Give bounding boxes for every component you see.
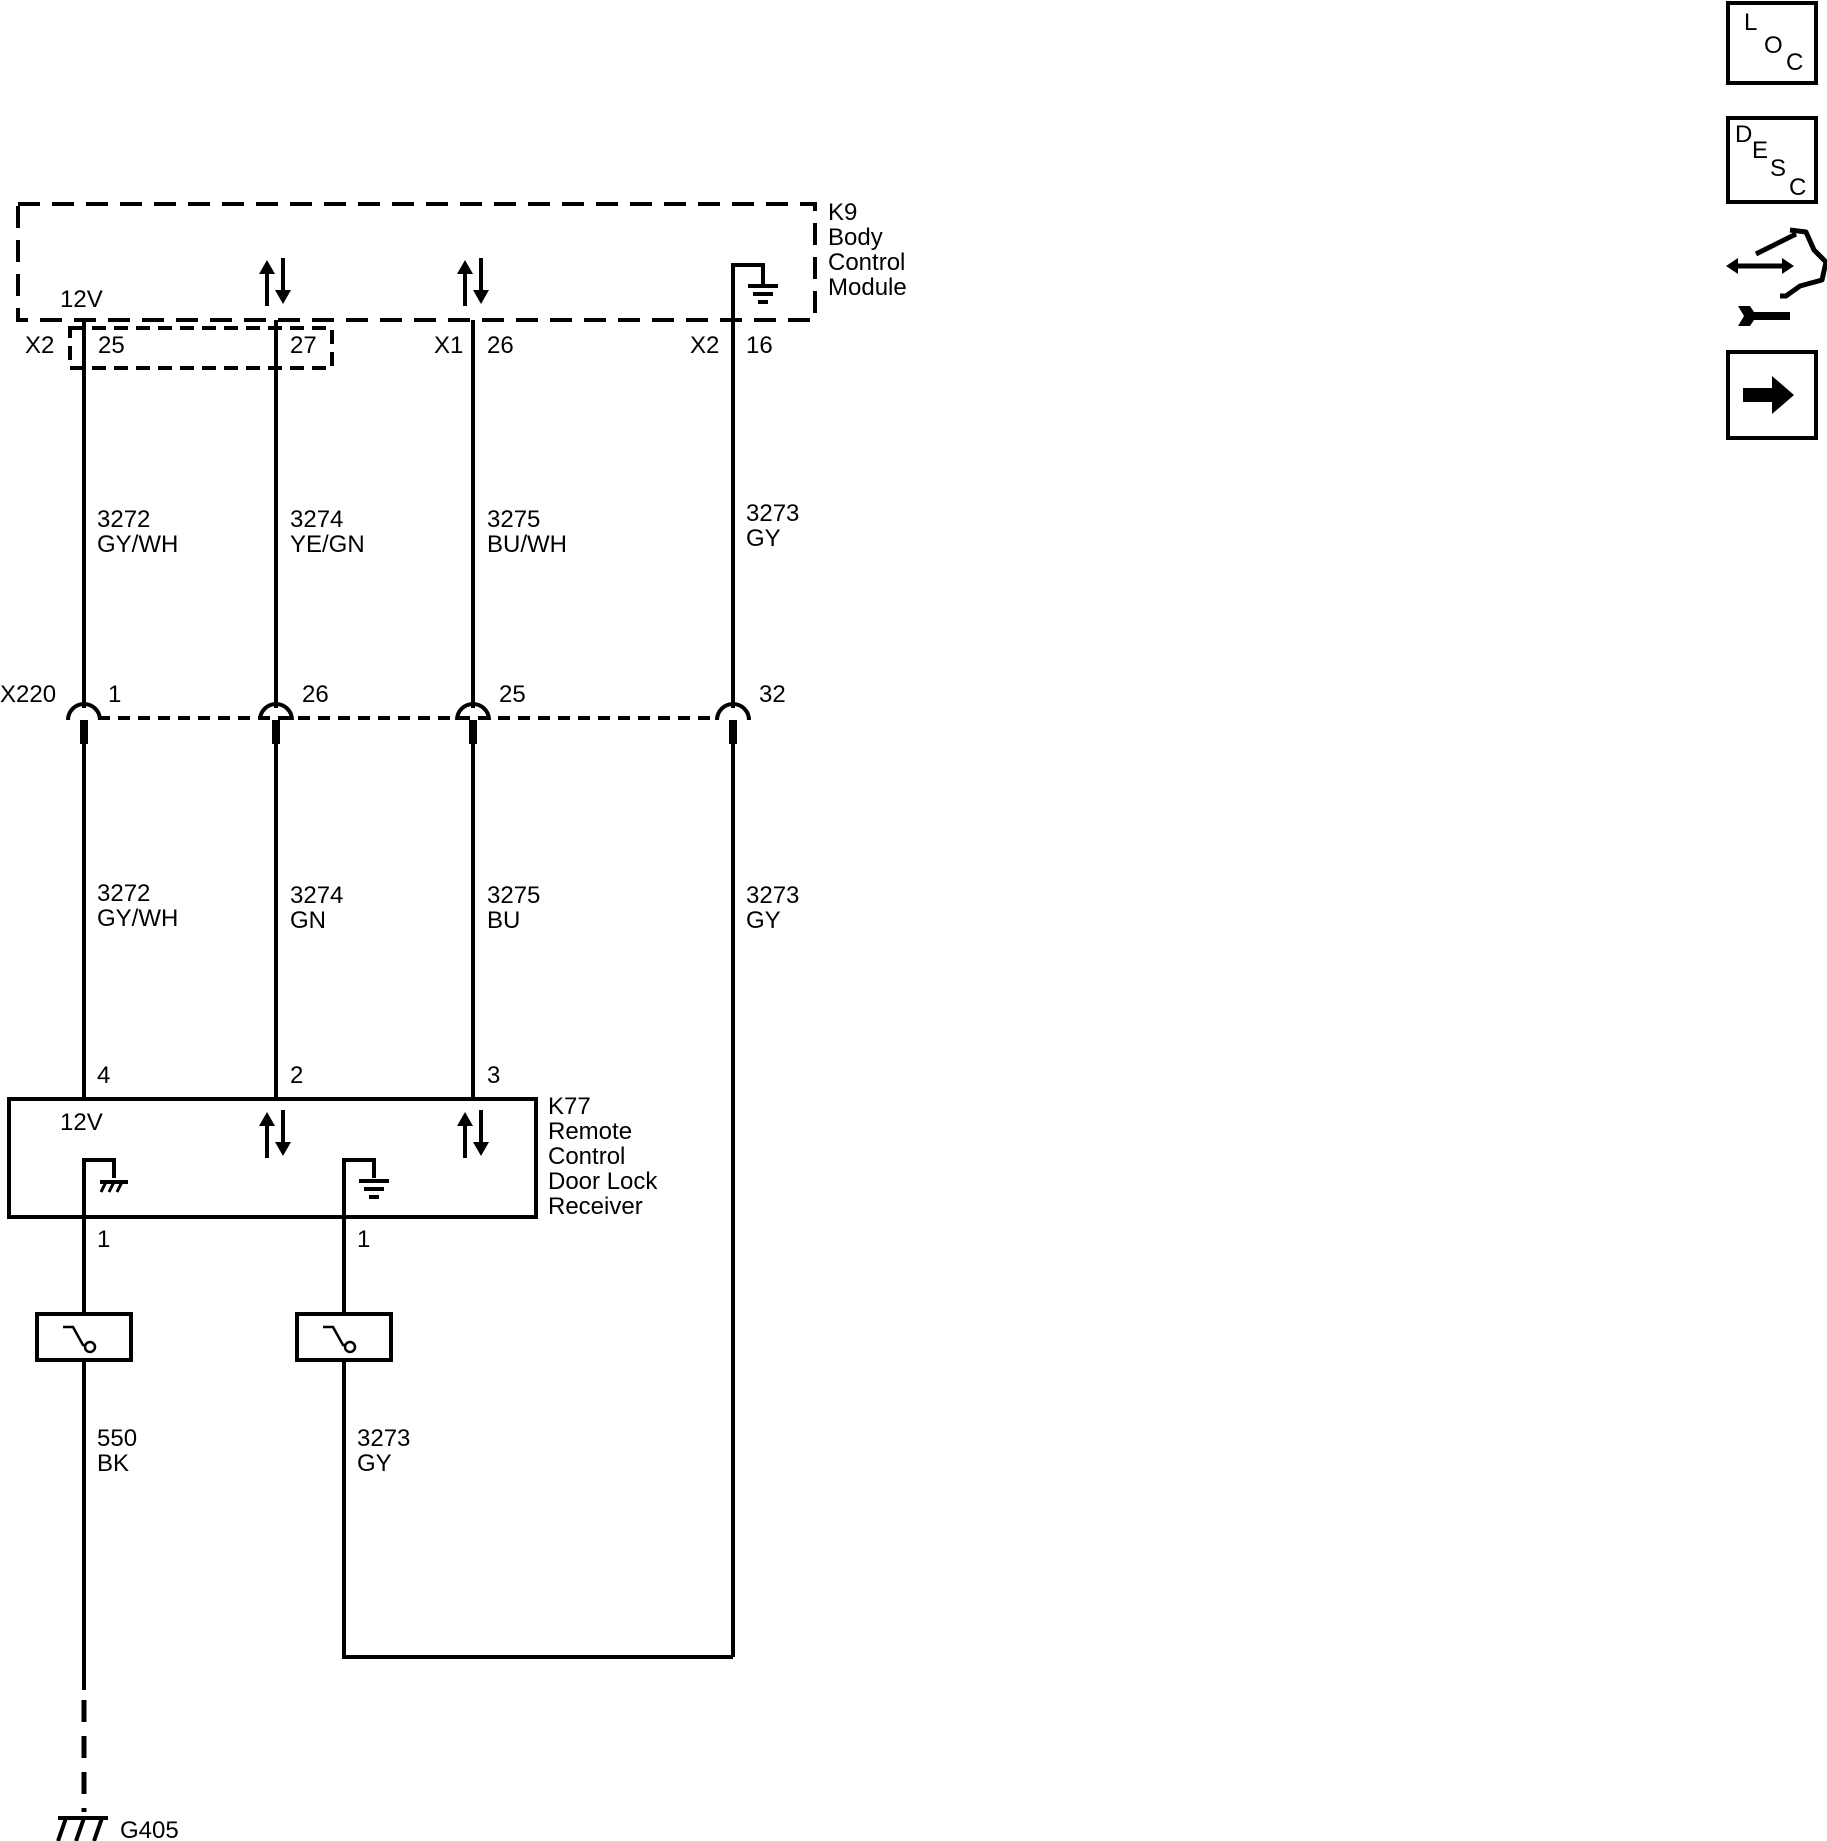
wire-d-lower-circuit: 3273 — [746, 882, 799, 909]
wire-a-upper-color: GY/WH — [97, 531, 178, 558]
x220-terminal-d — [715, 702, 751, 744]
k77-ground-pin: 1 — [97, 1226, 110, 1253]
k9-pin-d-number: 16 — [746, 332, 773, 359]
x220-terminal-b — [258, 702, 294, 744]
k9-module-box — [16, 202, 817, 322]
wire-a-lower-color: GY/WH — [97, 905, 178, 932]
wire-d-upper-circuit: 3273 — [746, 500, 799, 527]
k77-signal-ground-icon — [342, 1158, 389, 1217]
wire-a-upper-circuit: 3272 — [97, 506, 150, 533]
k9-module: K9 Body Control Module 12V — [16, 199, 907, 322]
k77-pin-b: 2 — [290, 1062, 303, 1089]
x220-pin-b: 26 — [302, 681, 329, 708]
k9-module-name: K9 — [828, 199, 857, 226]
wire-c-lower-color: BU — [487, 907, 520, 934]
x220-pin-d: 32 — [759, 681, 786, 708]
k77-module-box — [7, 1097, 538, 1219]
desc-letter-4: C — [1789, 174, 1806, 201]
k77-module-name: K77 — [548, 1093, 591, 1120]
wire-c-upper-circuit: 3275 — [487, 506, 540, 533]
x220-inline-connector: X220 1 26 25 32 — [0, 681, 786, 744]
loc-letter-3: C — [1786, 49, 1803, 76]
x220-connector-name: X220 — [0, 681, 56, 708]
wire-signal-color: GY — [357, 1450, 392, 1477]
wire-ground-color: BK — [97, 1450, 129, 1477]
loc-button[interactable]: L O C — [1726, 1, 1818, 85]
k9-pin-c-connector: X1 — [434, 332, 463, 359]
k77-module-name-line2: Remote — [548, 1118, 632, 1145]
g405-label: G405 — [120, 1817, 179, 1841]
x220-pin-a: 1 — [108, 681, 121, 708]
k9-pin-a-connector: X2 — [25, 332, 54, 359]
wire-b-lower-circuit: 3274 — [290, 882, 343, 909]
k9-supply-label: 12V — [60, 286, 103, 313]
k9-pin-a-number: 25 — [98, 332, 125, 359]
k77-pin-c: 3 — [487, 1062, 500, 1089]
k77-bidirectional-icon-c — [457, 1110, 489, 1158]
k77-module-name-line3: Control — [548, 1143, 625, 1170]
desc-letter-2: E — [1752, 137, 1768, 164]
next-button[interactable] — [1726, 350, 1818, 440]
k9-module-name-line4: Module — [828, 274, 907, 301]
g405-ground-icon — [56, 1816, 108, 1841]
k9-module-name-line3: Control — [828, 249, 905, 276]
wire-ground-circuit: 550 — [97, 1425, 137, 1452]
k9-bidirectional-icon-b — [259, 258, 291, 306]
k77-pin-a: 4 — [97, 1062, 110, 1089]
desc-letter-3: S — [1770, 155, 1786, 182]
inline-harness-component-signal — [295, 1312, 393, 1362]
wire-d-lower-color: GY — [746, 907, 781, 934]
k77-bidirectional-icon-b — [259, 1110, 291, 1158]
x2-partial-connector-box — [68, 326, 334, 370]
connector-tool-icon[interactable] — [1726, 227, 1827, 326]
desc-letter-1: D — [1735, 121, 1752, 148]
wire-b-lower-color: GN — [290, 907, 326, 934]
wire-a-lower-circuit: 3272 — [97, 880, 150, 907]
wire-c-lower-circuit: 3275 — [487, 882, 540, 909]
x220-terminal-c — [455, 702, 491, 744]
wire-b-upper-color: YE/GN — [290, 531, 365, 558]
loc-letter-2: O — [1764, 32, 1783, 59]
inline-harness-component-ground — [35, 1312, 133, 1362]
arrow-right-icon — [1743, 376, 1794, 414]
k9-pin-c-number: 26 — [487, 332, 514, 359]
x220-terminal-a — [66, 702, 102, 744]
k77-module-name-line4: Door Lock — [548, 1168, 658, 1195]
k9-ground-icon — [731, 263, 778, 320]
k77-supply-label: 12V — [60, 1109, 103, 1136]
k77-module-name-line5: Receiver — [548, 1193, 643, 1220]
wire-signal-bottom — [342, 1360, 733, 1659]
wire-d-upper-color: GY — [746, 525, 781, 552]
k9-bidirectional-icon-c — [457, 258, 489, 306]
k9-pin-b-number: 27 — [290, 332, 317, 359]
x220-pin-c: 25 — [499, 681, 526, 708]
k9-module-name-line2: Body — [828, 224, 883, 251]
desc-button[interactable]: D E S C — [1726, 116, 1818, 204]
k77-signal-ground-pin: 1 — [357, 1226, 370, 1253]
loc-letter-1: L — [1744, 9, 1757, 36]
wire-c-upper-color: BU/WH — [487, 531, 567, 558]
k77-chassis-ground-icon — [82, 1158, 128, 1217]
k9-pin-d-connector: X2 — [690, 332, 719, 359]
k77-module: K77 Remote Control Door Lock Receiver 12… — [7, 1093, 658, 1220]
wire-signal-circuit: 3273 — [357, 1425, 410, 1452]
wire-b-upper-circuit: 3274 — [290, 506, 343, 533]
